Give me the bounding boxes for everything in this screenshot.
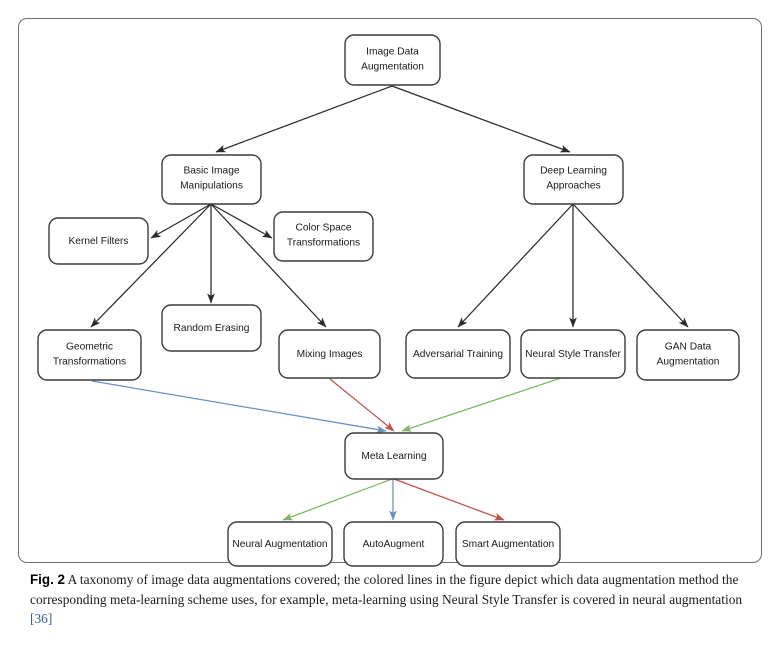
edge-mixing-to-meta xyxy=(329,378,395,432)
node-label-line2: Augmentation xyxy=(361,62,424,73)
node-meta-learning[interactable]: Meta Learning xyxy=(344,432,444,480)
node-neural-style-transfer[interactable]: Neural Style Transfer xyxy=(520,329,626,379)
node-label-line2: Manipulations xyxy=(180,181,243,192)
node-label-line1: Neural Augmentation xyxy=(232,539,327,550)
node-label-line1: Geometric xyxy=(66,342,113,353)
edge-deep-to-gan xyxy=(572,203,689,328)
node-label-line1: Deep Learning xyxy=(540,166,607,177)
node-mixing-images[interactable]: Mixing Images xyxy=(278,329,381,379)
node-autoaugment[interactable]: AutoAugment xyxy=(343,521,444,567)
node-label-line1: Neural Style Transfer xyxy=(525,349,621,360)
node-label-line1: AutoAugment xyxy=(363,539,425,550)
node-smart-augmentation[interactable]: Smart Augmentation xyxy=(455,521,561,567)
node-random-erasing[interactable]: Random Erasing xyxy=(161,304,262,352)
node-label-line2: Transformations xyxy=(287,238,360,249)
node-box xyxy=(161,154,262,205)
node-label-line1: Adversarial Training xyxy=(413,349,503,360)
node-gan-data-augmentation[interactable]: GAN Data Augmentation xyxy=(636,329,740,381)
node-box xyxy=(455,521,561,567)
node-deep-learning-approaches[interactable]: Deep Learning Approaches xyxy=(523,154,624,205)
node-box xyxy=(636,329,740,381)
meta-edge-group xyxy=(91,374,571,521)
node-label-line2: Approaches xyxy=(546,181,600,192)
edge-deep-to-adversarial xyxy=(457,203,574,328)
edge-geometric-to-meta xyxy=(91,380,387,434)
taxonomy-diagram: Image Data Augmentation Basic Image Mani… xyxy=(37,34,740,567)
node-geometric-transformations[interactable]: Geometric Transformations xyxy=(37,329,142,381)
edge-styletransfer-to-meta xyxy=(401,374,571,432)
edge-root-to-deep xyxy=(391,85,571,153)
node-label-line2: Transformations xyxy=(53,357,126,368)
node-box xyxy=(405,329,511,379)
node-label-line1: Mixing Images xyxy=(297,349,363,360)
figure-number-label: Fig. 2 xyxy=(30,572,65,587)
figure-caption: Fig. 2 A taxonomy of image data augmenta… xyxy=(30,570,752,629)
node-box xyxy=(344,34,441,86)
node-label-line2: Augmentation xyxy=(657,357,720,368)
edge-root-to-basic xyxy=(215,85,393,153)
edge-basic-to-kernel xyxy=(150,203,212,239)
node-box xyxy=(161,304,262,352)
node-box xyxy=(344,432,444,480)
node-box xyxy=(523,154,624,205)
figure-caption-text: A taxonomy of image data augmentations c… xyxy=(30,572,743,607)
node-neural-augmentation[interactable]: Neural Augmentation xyxy=(227,521,333,567)
node-box xyxy=(273,211,374,262)
edge-basic-to-colorspace xyxy=(210,203,273,239)
edge-meta-to-smartaug xyxy=(393,478,505,521)
node-box xyxy=(343,521,444,567)
edge-basic-to-mixing xyxy=(210,203,327,328)
node-label-line1: Kernel Filters xyxy=(68,236,128,247)
node-label-line1: Smart Augmentation xyxy=(462,539,554,550)
node-image-data-augmentation[interactable]: Image Data Augmentation xyxy=(344,34,441,86)
citation-reference[interactable]: [36] xyxy=(30,611,53,626)
node-label-line1: Random Erasing xyxy=(174,323,250,334)
node-label-line1: Meta Learning xyxy=(361,451,426,462)
node-box xyxy=(278,329,381,379)
edge-basic-to-geometric xyxy=(90,203,212,328)
node-label-line1: Image Data xyxy=(366,47,419,58)
node-label-line1: Color Space xyxy=(295,223,351,234)
node-box xyxy=(227,521,333,567)
node-color-space-transformations[interactable]: Color Space Transformations xyxy=(273,211,374,262)
tree-edge-group xyxy=(90,85,689,328)
node-label-line1: Basic Image xyxy=(183,166,239,177)
node-adversarial-training[interactable]: Adversarial Training xyxy=(405,329,511,379)
edge-meta-to-neuralaug xyxy=(282,478,393,521)
node-box xyxy=(520,329,626,379)
node-label-line1: GAN Data xyxy=(665,342,712,353)
node-basic-image-manipulations[interactable]: Basic Image Manipulations xyxy=(161,154,262,205)
node-box xyxy=(37,329,142,381)
node-kernel-filters[interactable]: Kernel Filters xyxy=(48,217,149,265)
node-box xyxy=(48,217,149,265)
